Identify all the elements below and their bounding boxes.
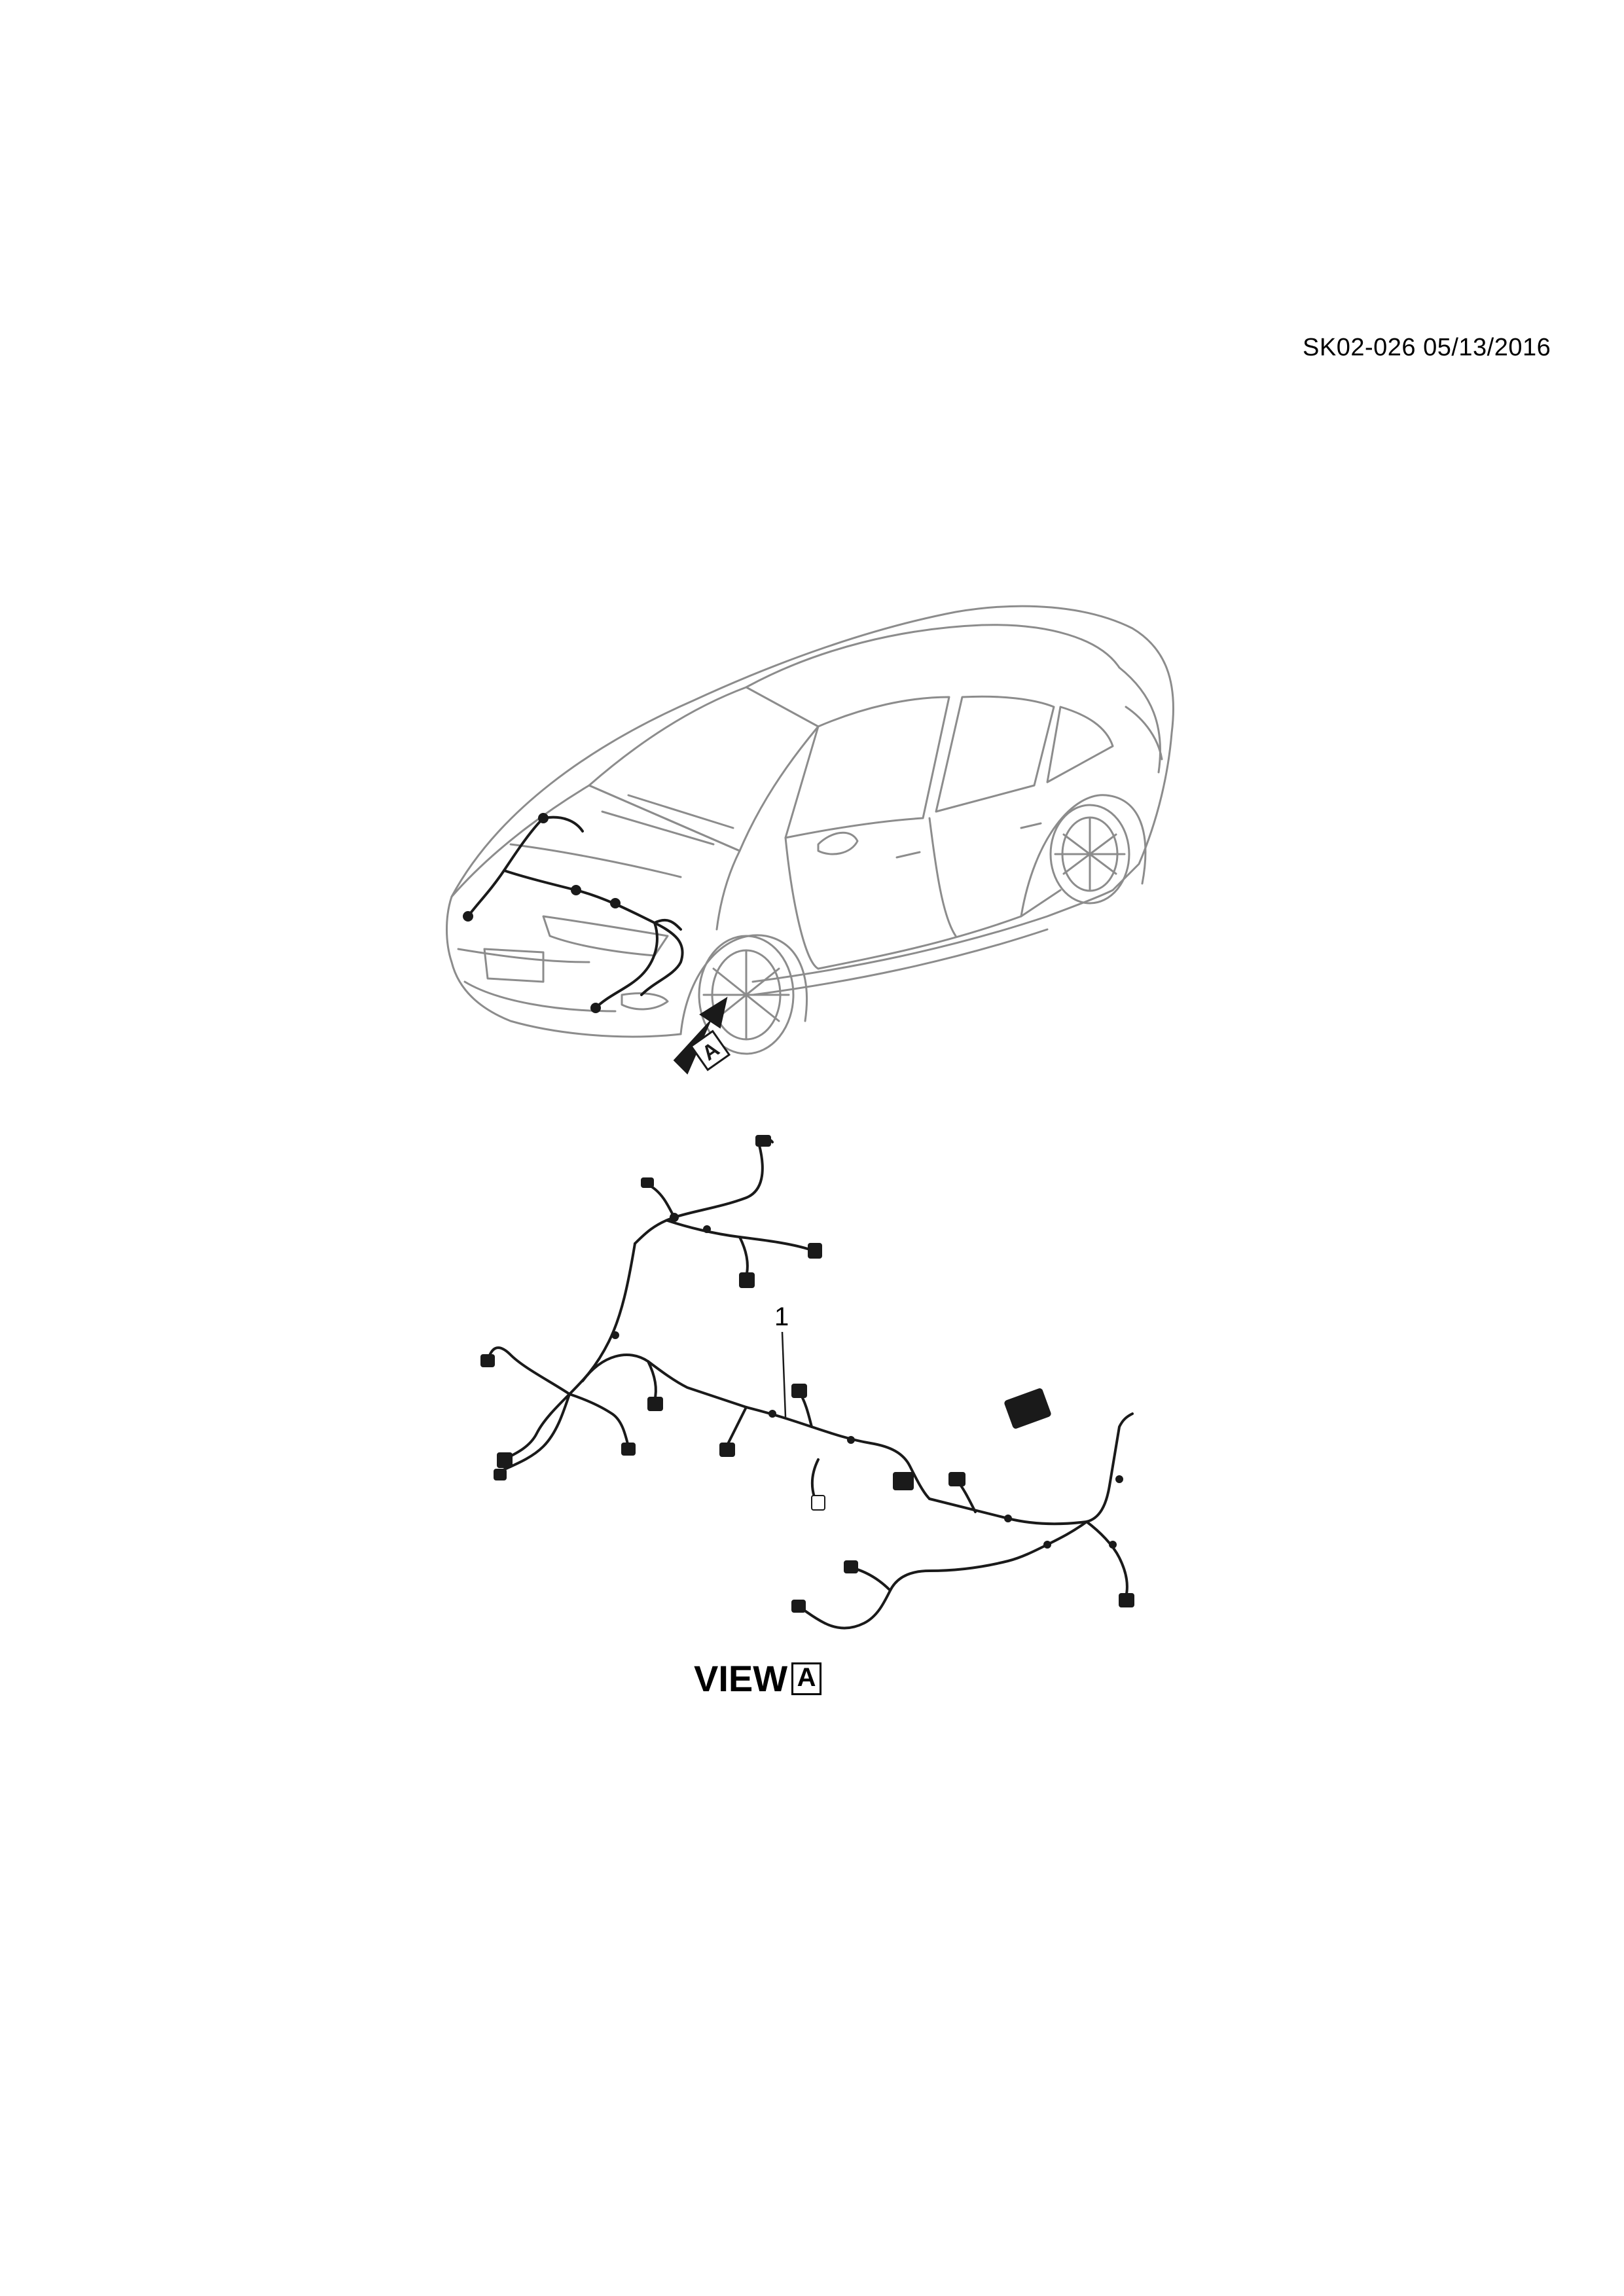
view-letter-box: A: [791, 1662, 822, 1695]
view-letter: A: [797, 1662, 816, 1692]
view-word: VIEW: [694, 1658, 788, 1699]
view-label: VIEW A: [694, 1657, 822, 1700]
harness-detail: [486, 1138, 1134, 1630]
harness-on-car: [463, 813, 684, 1013]
harness-connectors: [480, 1135, 1134, 1613]
view-arrow-box: [689, 1030, 731, 1071]
callout-number: 1: [774, 1302, 789, 1331]
document-code: SK02-026 05/13/2016: [1303, 334, 1551, 361]
view-arrow: A: [673, 996, 731, 1075]
car-illustration: [446, 605, 1174, 1055]
callout-1: 1: [774, 1302, 789, 1418]
